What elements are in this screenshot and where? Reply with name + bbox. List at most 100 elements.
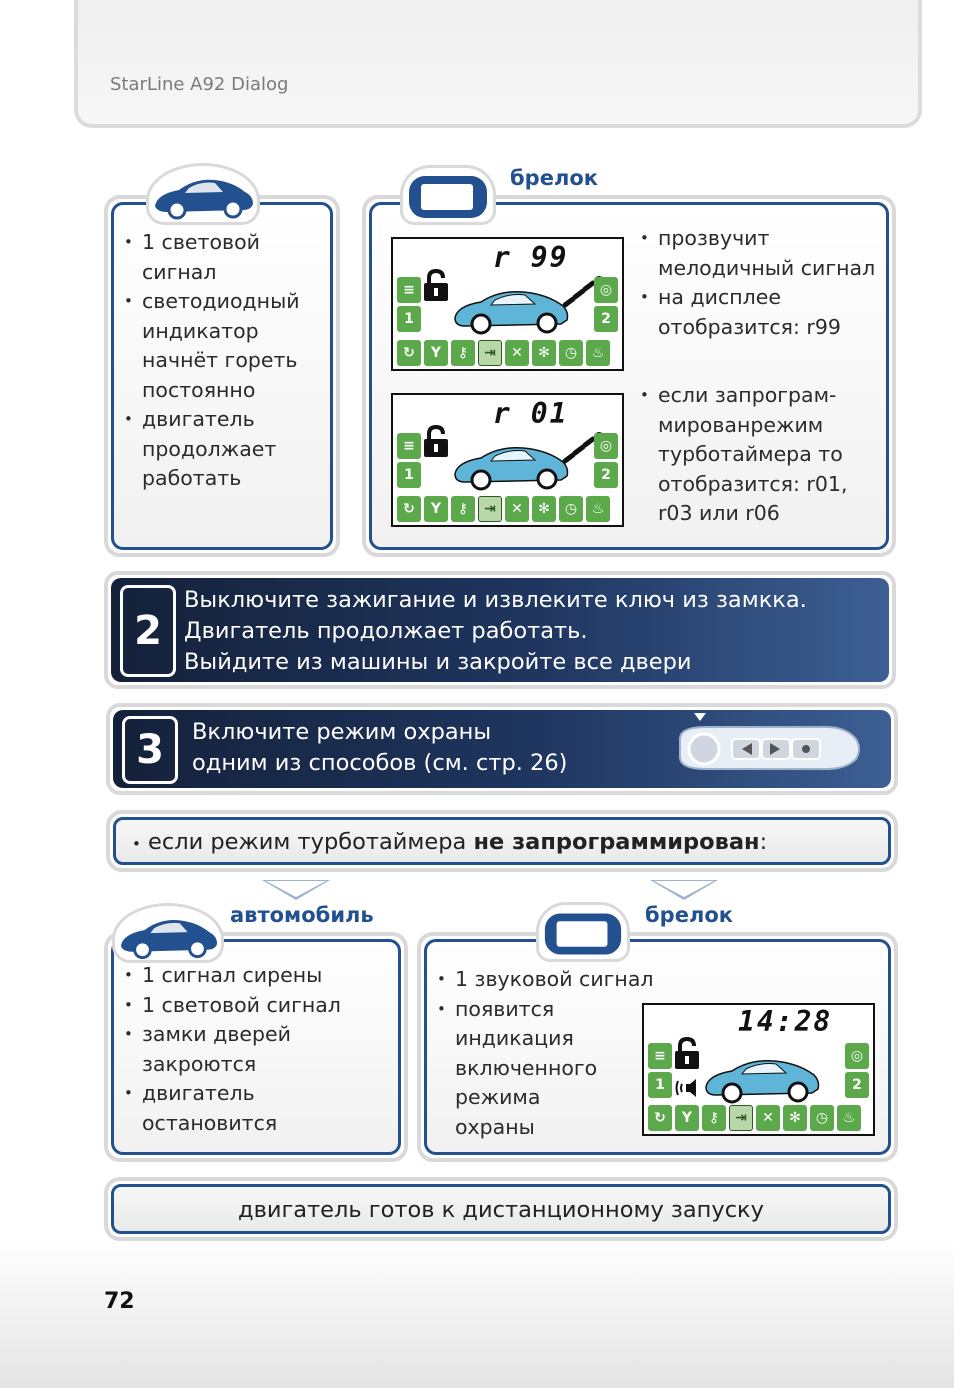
- condition-bar: • если режим турботаймера не запрограмми…: [106, 810, 898, 872]
- fan-icon: ✕: [505, 340, 529, 366]
- heater-icon: ✻: [532, 340, 556, 366]
- fob-display-2: r 01 ≡ 1 ◎ 2 ↻ Y ⚷ ⇥ ✕ ✻ ◷ ♨: [391, 393, 624, 527]
- header-title: StarLine A92 Dialog: [110, 74, 289, 95]
- list-item: прозвучит мелодичный сигнал: [640, 224, 880, 283]
- turbo-icon: ⇥: [478, 496, 502, 522]
- temperature-icon: ♨: [837, 1105, 861, 1131]
- step-2-bar: 2 Выключите зажигание и извлеките ключ и…: [104, 571, 896, 689]
- car-result-label: автомобиль: [230, 903, 374, 927]
- arrow-down-icon: [262, 880, 330, 900]
- list-item: светодиодный индикатор начнёт гореть пос…: [124, 287, 329, 405]
- step-line: Выйдите из машины и закройте все двери: [184, 649, 692, 675]
- cycle-icon: ↻: [397, 340, 421, 366]
- fob-label: брелок: [510, 166, 598, 190]
- service-icon: Y: [675, 1105, 699, 1131]
- display-code: r 99: [493, 241, 569, 274]
- list-item: двигатель продолжает работать: [124, 405, 329, 494]
- engine-icon: ◎: [594, 277, 618, 303]
- step-3-text: Включите режим охраны одним из способов …: [192, 717, 672, 779]
- step-line: Двигатель продолжает работать.: [184, 618, 588, 644]
- heater-icon: ✻: [532, 496, 556, 522]
- channel-1-icon: 1: [397, 306, 421, 332]
- speaker-icon: [675, 1079, 696, 1097]
- list-item: появится индикация включенного режима ох…: [437, 995, 607, 1143]
- footer-note-bar: двигатель готов к дистанционному запуску: [104, 1177, 898, 1241]
- car-badge: [146, 163, 260, 225]
- arrow-down-icon: [650, 880, 718, 900]
- step-line: Включите режим охраны: [192, 719, 492, 745]
- car-icon: [155, 179, 253, 220]
- list-item: на дисплее отобразится: r99: [640, 283, 880, 342]
- temperature-icon: ♨: [586, 340, 610, 366]
- step-2-text: Выключите зажигание и извлеките ключ из …: [184, 585, 884, 678]
- step-3-bar: 3 Включите режим охраны одним из способо…: [106, 703, 898, 795]
- key-icon: ⚷: [702, 1105, 726, 1131]
- step-2-number: 2: [120, 585, 176, 677]
- channel-2-icon: 2: [594, 462, 618, 488]
- fob-bullets-b: если запрограм-мированрежим турботаймера…: [640, 381, 880, 529]
- list-item: 1 звуковой сигнал: [437, 965, 654, 995]
- clock-icon: ◷: [810, 1105, 834, 1131]
- turbo-icon: ⇥: [478, 340, 502, 366]
- fob-badge: [400, 165, 496, 225]
- car-icon: [454, 290, 569, 335]
- engine-icon: ◎: [845, 1043, 869, 1069]
- condition-bold: не запрограммирован: [473, 829, 760, 855]
- channel-1-icon: 1: [397, 462, 421, 488]
- lock-icon: [424, 425, 448, 457]
- fob-result-bullets: 1 звуковой сигнал появится индикация вкл…: [437, 965, 654, 1143]
- key-icon: ⚷: [451, 340, 475, 366]
- fob-bullets-a: прозвучит мелодичный сигнал на дисплее о…: [640, 224, 880, 342]
- car-bullets: 1 световой сигнал светодиодный индикатор…: [124, 228, 329, 494]
- channel-1-icon: 1: [648, 1072, 672, 1098]
- car-icon: [705, 1059, 820, 1104]
- step-3-number: 3: [122, 716, 178, 784]
- fan-icon: ✕: [756, 1105, 780, 1131]
- service-icon: Y: [424, 340, 448, 366]
- fob-display-1: r 99 ≡ 1 ◎ 2 ↻ Y ⚷ ⇥ ✕ ✻ ◷ ♨: [391, 237, 624, 371]
- car-icon: [454, 446, 569, 491]
- list-item: 1 сигнал сирены: [124, 961, 394, 991]
- car-result-bullets: 1 сигнал сирены 1 световой сигнал замки …: [124, 961, 394, 1138]
- car-small-icon: ≡: [397, 277, 421, 303]
- fan-icon: ✕: [505, 496, 529, 522]
- service-icon: Y: [424, 496, 448, 522]
- lock-icon: [675, 1037, 699, 1069]
- step-line: Выключите зажигание и извлеките ключ из …: [184, 587, 807, 613]
- fob-display-armed: 14:28 ≡ 1 ◎ 2 ↻ Y ⚷ ⇥ ✕ ✻ ◷ ♨: [642, 1003, 875, 1136]
- key-fob-icon: [409, 176, 487, 218]
- step-line: одним из способов (см. стр. 26): [192, 750, 568, 776]
- car-small-icon: ≡: [397, 433, 421, 459]
- engine-icon: ◎: [594, 433, 618, 459]
- turbo-icon: ⇥: [729, 1105, 753, 1131]
- list-item: если запрограм-мированрежим турботаймера…: [640, 381, 880, 529]
- display-code: r 01: [493, 397, 569, 430]
- channel-2-icon: 2: [845, 1072, 869, 1098]
- car-badge: [112, 903, 224, 963]
- list-item: замки дверей закроются: [124, 1020, 394, 1079]
- lock-icon: [424, 269, 448, 301]
- list-item: двигатель остановится: [124, 1079, 394, 1138]
- cycle-icon: ↻: [397, 496, 421, 522]
- condition-prefix: если режим турботаймера: [148, 829, 474, 855]
- header-tab: [74, 0, 922, 128]
- temperature-icon: ♨: [586, 496, 610, 522]
- footer-note-text: двигатель готов к дистанционному запуску: [238, 1197, 764, 1223]
- heater-icon: ✻: [783, 1105, 807, 1131]
- car-small-icon: ≡: [648, 1043, 672, 1069]
- list-item: 1 световой сигнал: [124, 228, 329, 287]
- cycle-icon: ↻: [648, 1105, 672, 1131]
- condition-suffix: :: [759, 829, 768, 855]
- clock-icon: ◷: [559, 340, 583, 366]
- display-time: 14:28: [738, 1005, 833, 1038]
- condition-text: • если режим турботаймера не запрограмми…: [132, 829, 768, 855]
- fob-badge: [536, 902, 630, 962]
- car-icon: [120, 920, 218, 960]
- clock-icon: ◷: [559, 496, 583, 522]
- key-fob-icon: [544, 913, 622, 955]
- key-icon: ⚷: [451, 496, 475, 522]
- fob-result-label: брелок: [645, 903, 733, 927]
- key-fob-side-icon: [679, 713, 860, 770]
- list-item: 1 световой сигнал: [124, 991, 394, 1021]
- channel-2-icon: 2: [594, 306, 618, 332]
